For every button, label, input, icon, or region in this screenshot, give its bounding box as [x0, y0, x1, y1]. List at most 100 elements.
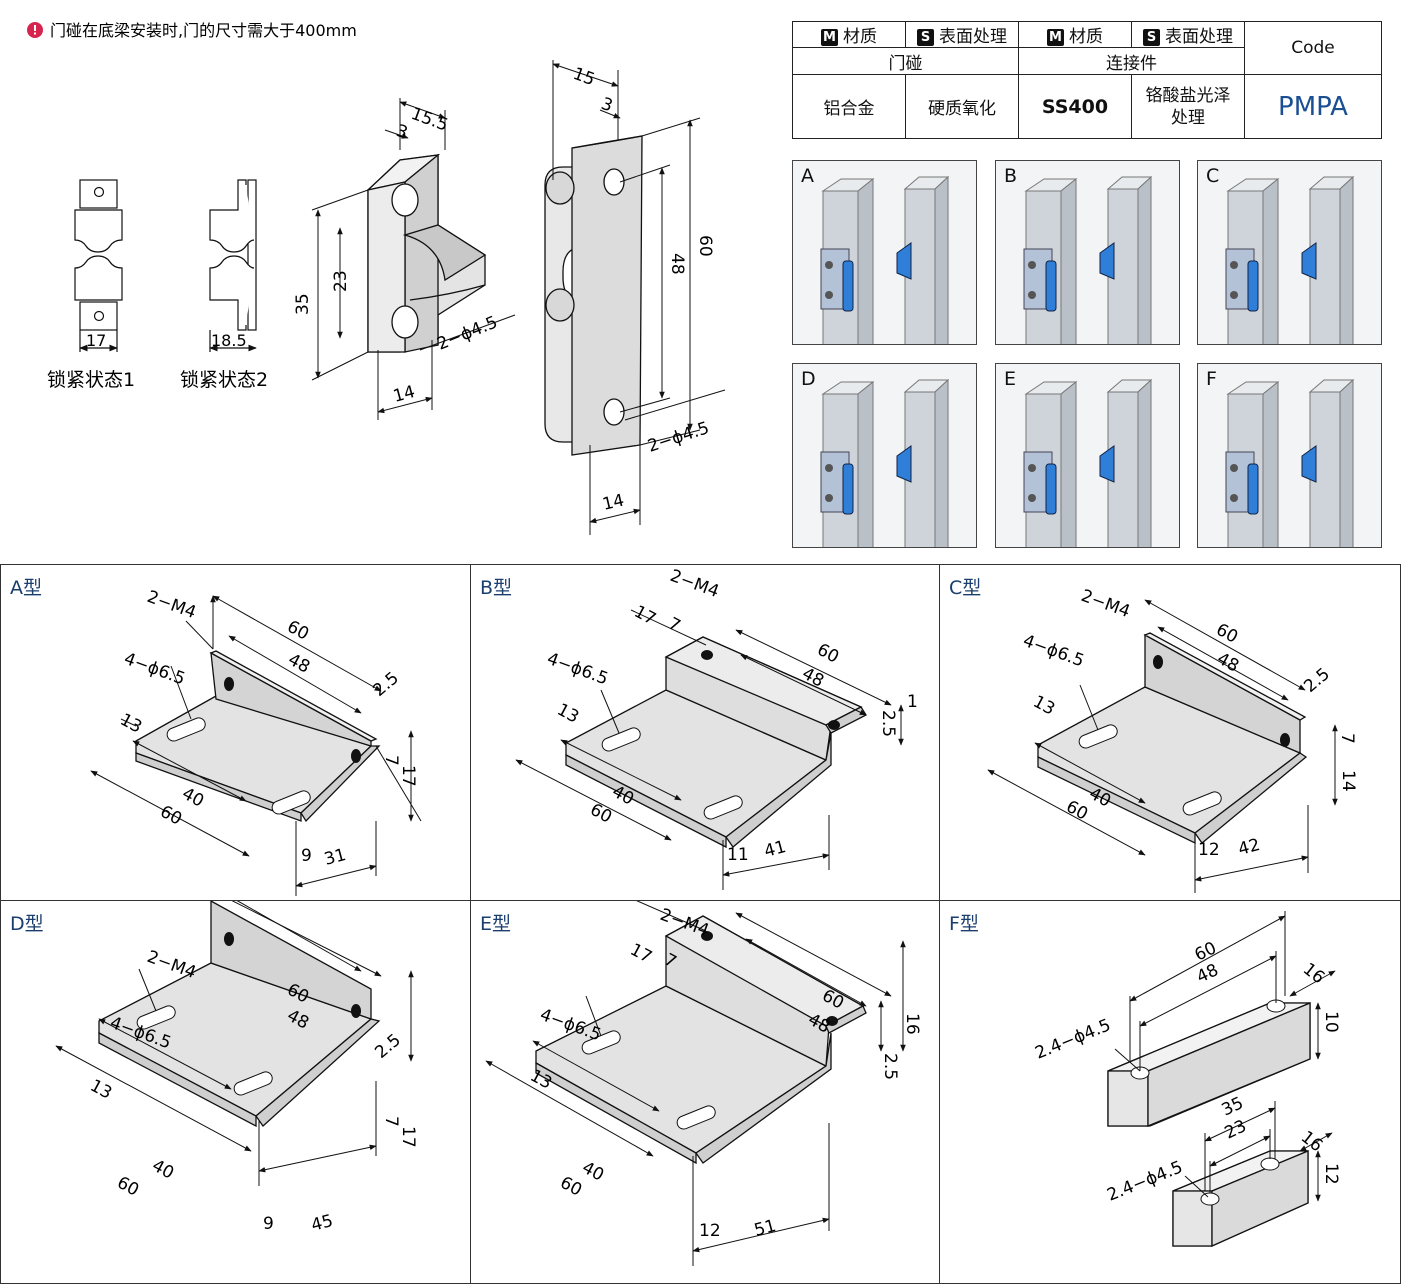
thumbnail-f: F [1197, 363, 1382, 548]
alert-icon [27, 22, 43, 38]
type-c-d12: 12 [1198, 840, 1220, 860]
type-d-d9: 9 [263, 1214, 274, 1234]
type-e-d60b: 60 [557, 1173, 585, 1201]
plate-dim-48: 48 [667, 253, 687, 275]
type-a-d13: 13 [117, 710, 145, 738]
type-e-panel: E型 2−M4 17 7 4−ϕ6.5 60 [470, 900, 940, 1284]
type-c-d60: 60 [1213, 620, 1241, 648]
type-b-d13: 13 [554, 700, 582, 728]
plate-dim-15: 15 [570, 64, 597, 90]
thumbnail-d: D [792, 363, 977, 548]
type-c-panel: C型 2−M4 4−ϕ6.5 60 48 2.5 13 40 60 [939, 564, 1401, 901]
lock-state-2-dim: 18.5 [211, 331, 247, 350]
type-a-d7: 7 [381, 755, 401, 766]
type-e-drawing: 2−M4 17 7 4−ϕ6.5 60 48 13 40 60 2.5 16 1… [485, 901, 922, 1266]
type-b-title: B型 [480, 577, 513, 599]
value-surface-1: 硬质氧化 [905, 74, 1019, 139]
thumbnail-e: E [995, 363, 1180, 548]
type-a-d31: 31 [322, 845, 348, 870]
thumbnail-label: F [1206, 368, 1217, 390]
thumbnail-c: C [1197, 160, 1382, 345]
type-c-screw: 2−M4 [1078, 586, 1132, 622]
type-c-d2-5: 2.5 [1300, 664, 1334, 697]
thumbnail-label: E [1004, 368, 1017, 390]
thumbnail-label: A [801, 165, 814, 187]
type-f-drawing: 60 48 16 10 2.4−ϕ4.5 35 23 16 12 2.4−ϕ4.… [1032, 911, 1341, 1248]
type-c-d7: 7 [1337, 733, 1357, 744]
type-b-d41: 41 [762, 837, 788, 862]
type-c-d14: 14 [1338, 770, 1358, 792]
type-c-d13: 13 [1030, 692, 1058, 720]
plate-dim-14: 14 [601, 491, 627, 515]
type-a-d40: 40 [179, 784, 207, 812]
lock-state-1-dim: 17 [86, 331, 106, 350]
type-c-title: C型 [949, 577, 982, 599]
type-b-screw: 2−M4 [667, 566, 721, 602]
type-a-panel: A型 [0, 564, 471, 901]
type-b-d60: 60 [814, 640, 842, 668]
plate-iso-dims [552, 60, 726, 535]
lock-state-1-label: 锁紧状态1 [47, 369, 135, 391]
type-a-title: A型 [10, 577, 42, 599]
type-b-drawing: 2−M4 17 7 4−ϕ6.5 60 48 13 40 60 2.5 1 11… [515, 566, 918, 890]
type-d-d17: 17 [398, 1126, 418, 1148]
lock-state-1-drawing [74, 179, 123, 352]
install-note: 门碰在底梁安装时,门的尺寸需大于400mm [50, 21, 357, 40]
type-f-panel: F型 [939, 900, 1401, 1284]
header-code: Code [1244, 21, 1382, 75]
type-a-screw: 2−M4 [144, 587, 198, 623]
bracket-dim-23: 23 [331, 270, 351, 292]
type-d-d45: 45 [309, 1211, 335, 1236]
thumbnail-label: D [801, 368, 816, 390]
type-f-d12: 12 [1321, 1163, 1341, 1185]
lock-state-2-label: 锁紧状态2 [180, 369, 268, 391]
type-c-d42: 42 [1236, 835, 1262, 860]
plate-dim-3: 3 [598, 94, 615, 116]
plate-dim-holes: 2−ϕ4.5 [645, 418, 711, 457]
type-e-d17: 17 [627, 940, 655, 968]
type-e-title: E型 [480, 913, 512, 935]
type-e-d2-5: 2.5 [880, 1053, 900, 1080]
type-b-d11: 11 [727, 845, 749, 865]
value-material-2: SS400 [1018, 74, 1132, 139]
type-c-drawing: 2−M4 4−ϕ6.5 60 48 2.5 13 40 60 7 14 12 4… [987, 586, 1358, 893]
type-c-slot: 4−ϕ6.5 [1020, 631, 1086, 671]
plate-dim-60: 60 [695, 235, 715, 257]
group-door-catch: 门碰 [792, 47, 1019, 75]
bracket-iso-drawing [365, 153, 487, 353]
type-e-d51: 51 [752, 1216, 778, 1241]
bracket-dim-3: 3 [393, 121, 410, 143]
type-d-title: D型 [10, 913, 44, 935]
type-b-d60b: 60 [587, 800, 615, 828]
type-f-d35: 35 [1219, 1093, 1247, 1120]
type-d-screw: 2−M4 [144, 947, 198, 983]
type-a-d48: 48 [285, 650, 313, 678]
bracket-iso-dims [311, 98, 516, 420]
type-e-d12: 12 [699, 1221, 721, 1241]
bracket-dim-15-5: 15.5 [408, 104, 450, 136]
top-drawing-area: 门碰在底梁安装时,门的尺寸需大于400mm 17 锁紧状态1 18.5 锁紧状态… [27, 21, 726, 535]
type-f-d16a: 16 [1299, 959, 1328, 988]
value-code: PMPA [1244, 74, 1382, 139]
type-e-d16: 16 [902, 1013, 922, 1035]
value-material-1: 铝合金 [792, 74, 906, 139]
type-b-d17: 17 [631, 602, 659, 630]
type-f-d60: 60 [1192, 938, 1220, 965]
thumbnail-label: C [1206, 165, 1220, 187]
lock-state-2-drawing [209, 179, 257, 352]
type-d-d13: 13 [87, 1076, 115, 1104]
type-a-slot: 4−ϕ6.5 [121, 649, 187, 689]
type-b-d1: 1 [907, 692, 918, 712]
type-a-d17: 17 [398, 765, 418, 787]
type-a-d9: 9 [301, 846, 312, 866]
type-d-d60b: 60 [114, 1173, 142, 1201]
value-surface-2: 铬酸盐光泽处理 [1131, 74, 1245, 139]
thumbnail-a: A [792, 160, 977, 345]
type-a-drawing: 2−M4 4−ϕ6.5 60 48 2.5 13 40 60 7 17 9 31 [90, 587, 422, 896]
type-d-panel: D型 2−M4 4−ϕ6.5 60 48 2.5 13 40 60 7 [0, 900, 471, 1284]
